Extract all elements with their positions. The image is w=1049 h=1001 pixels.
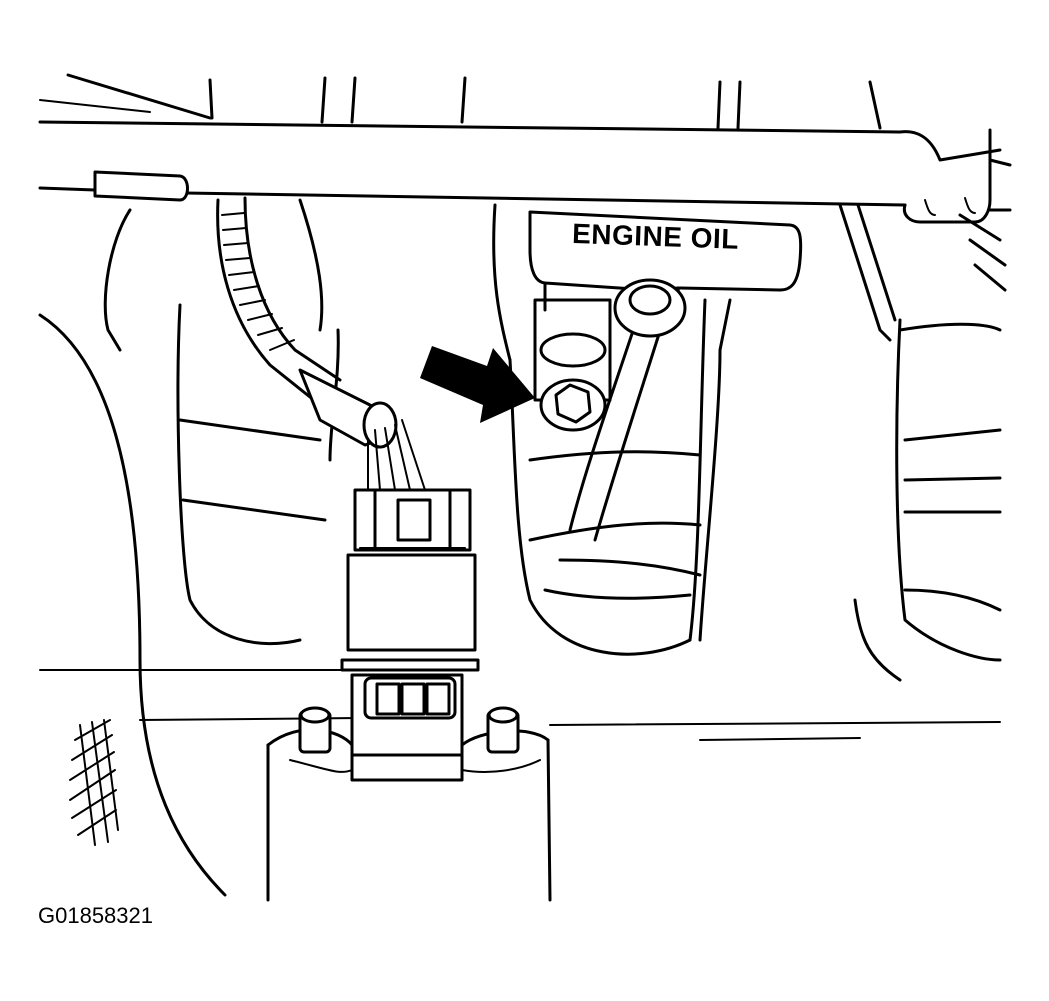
sensor-connector xyxy=(340,488,480,782)
intake-runner-left xyxy=(38,198,361,897)
sensor-base xyxy=(266,706,552,902)
arrow-icon xyxy=(420,346,535,423)
hatch-pattern xyxy=(69,719,119,846)
wiring-harness xyxy=(216,196,426,491)
intake-runner-right xyxy=(549,203,1007,741)
fuel-rail xyxy=(38,73,1012,224)
intake-runner-center xyxy=(492,203,707,656)
figure-id: G01858321 xyxy=(38,903,153,928)
engine-oil-tag: ENGINE OIL xyxy=(528,210,803,338)
engine-oil-label: ENGINE OIL xyxy=(572,218,740,255)
